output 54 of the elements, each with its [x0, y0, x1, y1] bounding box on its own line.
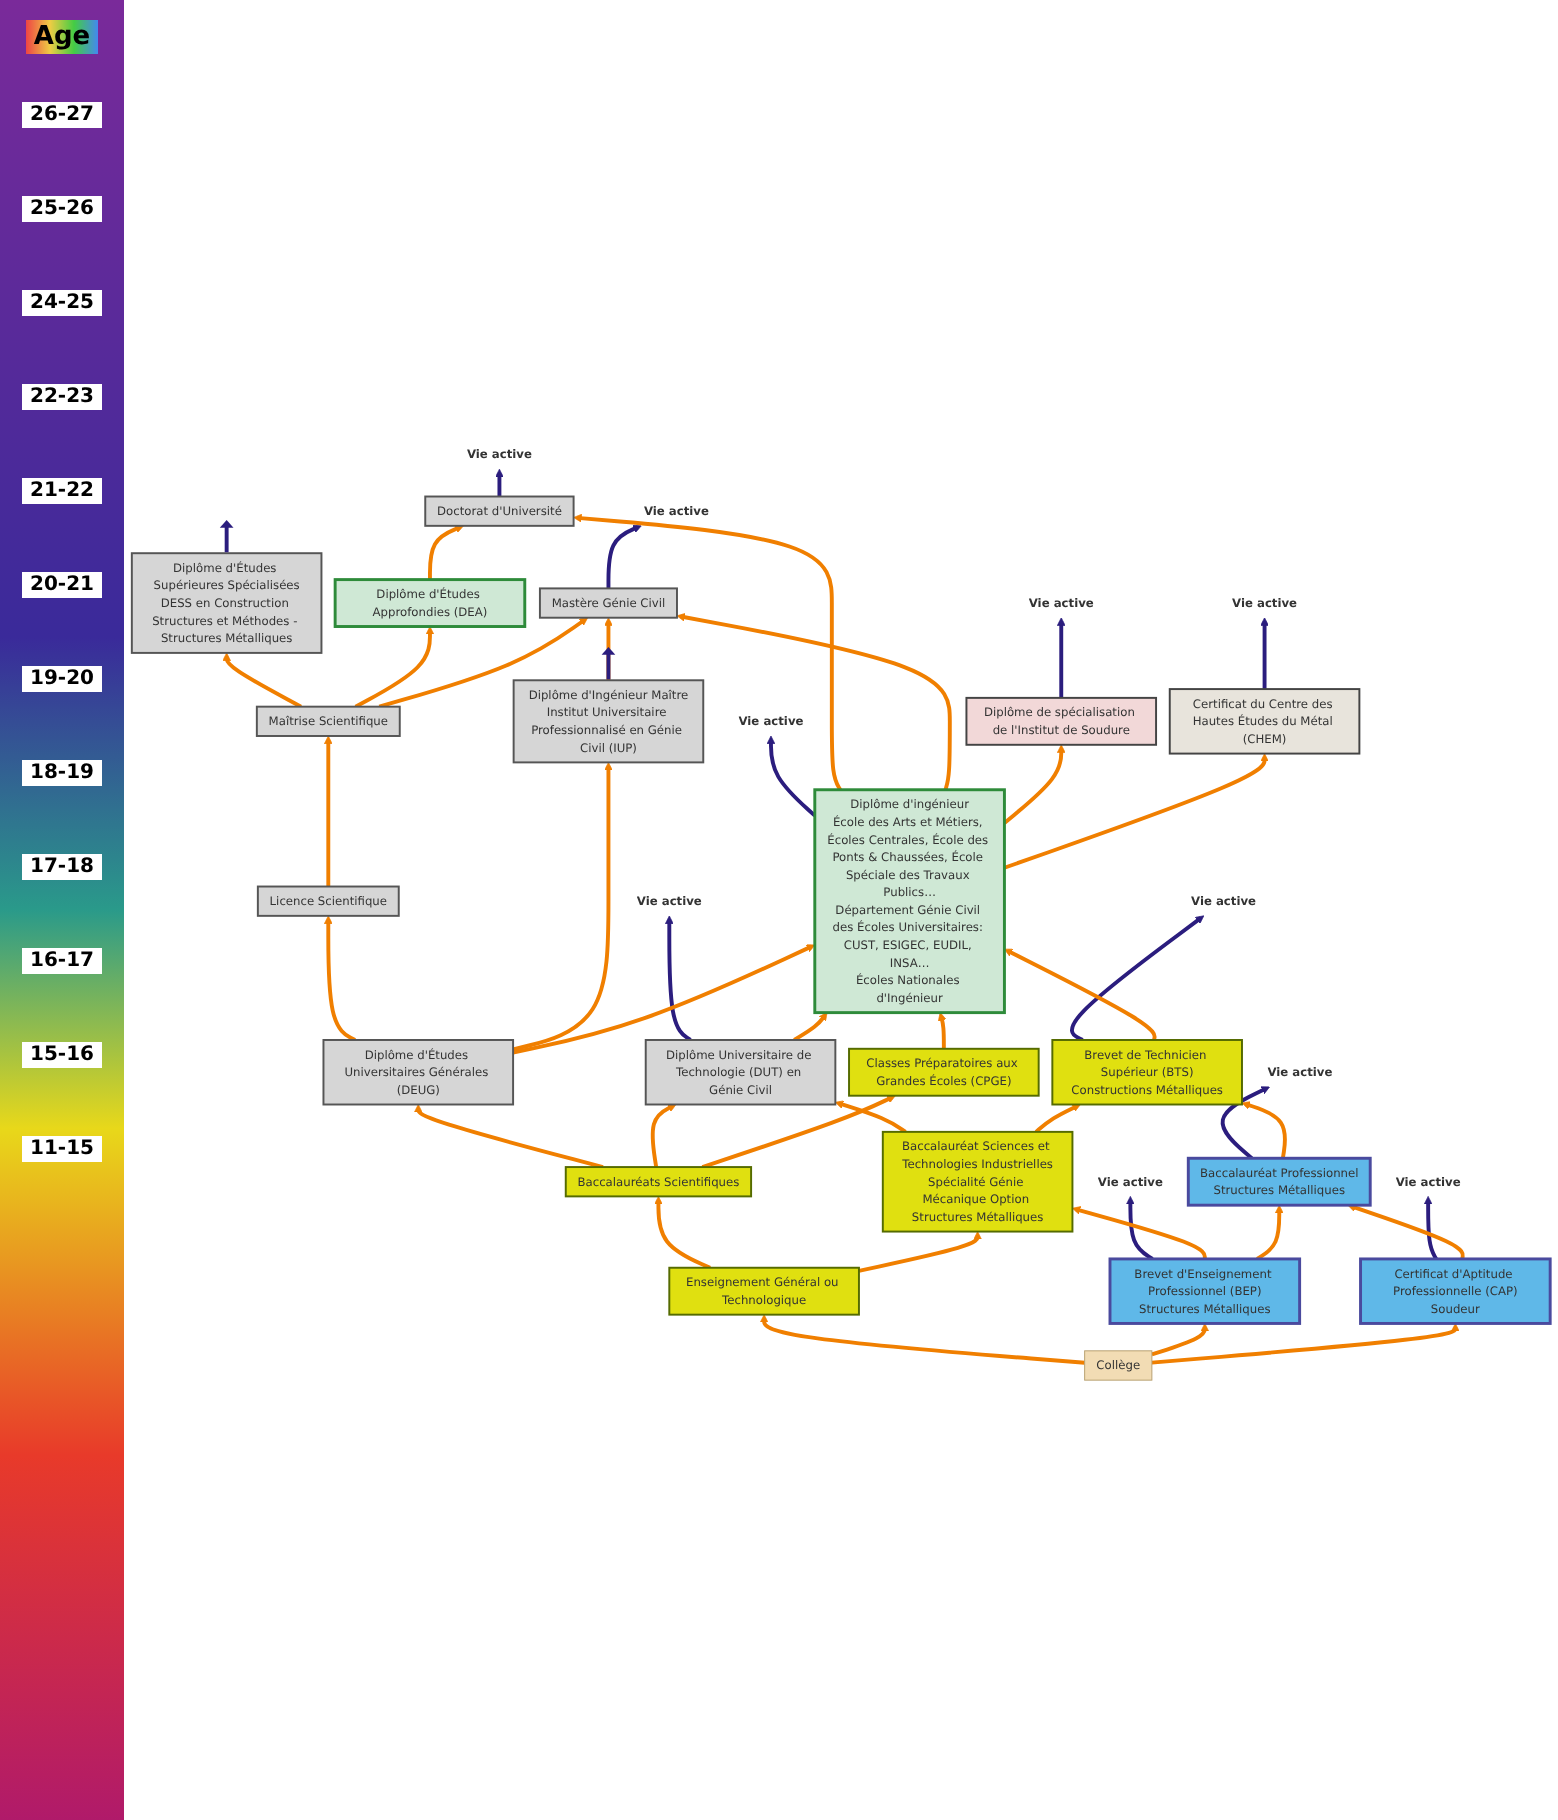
age-label: 26-27 — [22, 102, 102, 128]
arrow — [1256, 1204, 1284, 1261]
arrow — [573, 513, 842, 791]
arrow — [665, 915, 692, 1042]
arrow — [324, 915, 356, 1042]
arrow — [1220, 1086, 1270, 1160]
arrow — [650, 1104, 677, 1168]
arrow — [1070, 915, 1205, 1042]
arrow — [495, 468, 504, 497]
arrow — [219, 519, 234, 553]
arrow — [858, 1231, 982, 1273]
arrow — [222, 652, 302, 709]
arrow — [1241, 1101, 1287, 1159]
arrow — [512, 762, 613, 1052]
arrow — [654, 1196, 711, 1270]
arrow — [1151, 1323, 1460, 1365]
arrow — [676, 613, 952, 791]
arrow — [1260, 617, 1269, 690]
age-label: 25-26 — [22, 196, 102, 222]
age-label: 24-25 — [22, 290, 102, 316]
age-label: 20-21 — [22, 572, 102, 598]
arrow — [354, 626, 435, 709]
age-label: 17-18 — [22, 854, 102, 880]
arrow — [834, 1100, 907, 1134]
age-label: 15-16 — [22, 1042, 102, 1068]
arrow — [606, 524, 642, 589]
arrow — [759, 1314, 1085, 1365]
arrow — [1423, 1196, 1438, 1260]
arrow — [1003, 744, 1066, 825]
arrow — [1072, 1206, 1207, 1259]
arrow — [428, 524, 464, 580]
age-label: 18-19 — [22, 760, 102, 786]
arrow — [378, 617, 589, 709]
arrow — [1004, 948, 1157, 1041]
arrow — [793, 1012, 828, 1042]
age-label: 19-20 — [22, 666, 102, 692]
arrow — [701, 1095, 896, 1169]
arrow — [1151, 1323, 1210, 1357]
arrow — [766, 735, 817, 818]
arrow — [1347, 1203, 1465, 1260]
arrow — [512, 944, 816, 1055]
age-label: 22-23 — [22, 384, 102, 410]
arrow — [324, 735, 333, 887]
arrow — [938, 1012, 947, 1049]
arrow — [601, 647, 616, 680]
arrow — [414, 1104, 604, 1169]
age-label: 16-17 — [22, 948, 102, 974]
arrow — [1034, 1104, 1081, 1134]
arrow — [1003, 753, 1269, 870]
arrow — [1126, 1196, 1154, 1261]
age-label: 11-15 — [22, 1136, 102, 1162]
scale-heading: Age — [25, 20, 99, 54]
arrow — [1056, 617, 1066, 698]
age-label: 21-22 — [22, 478, 102, 504]
